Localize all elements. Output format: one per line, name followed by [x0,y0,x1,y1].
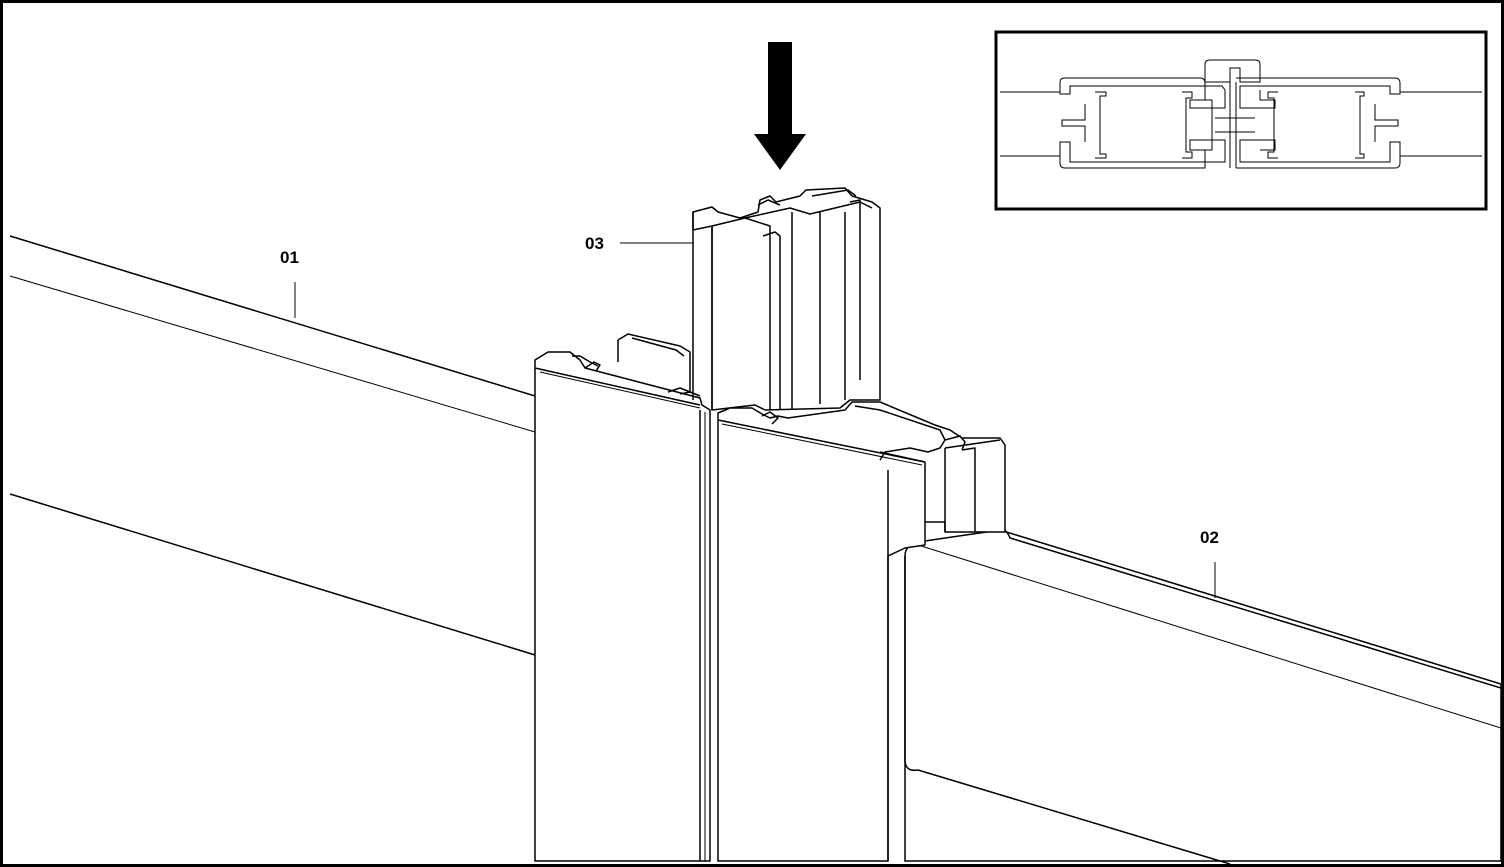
callout-label-03: 03 [585,234,604,253]
insert-profile-03 [692,187,881,411]
beam-02 [904,528,1501,864]
beam-01 [9,235,536,656]
post-left [534,333,711,862]
cross-section-inset [994,30,1488,211]
diagram-canvas: 01 03 02 [9,30,1501,864]
callout-label-01: 01 [280,248,299,267]
arrow-down-icon [754,42,806,170]
post-right [717,401,1006,862]
callout-label-02: 02 [1200,528,1219,547]
callout-leaders [294,242,1216,598]
